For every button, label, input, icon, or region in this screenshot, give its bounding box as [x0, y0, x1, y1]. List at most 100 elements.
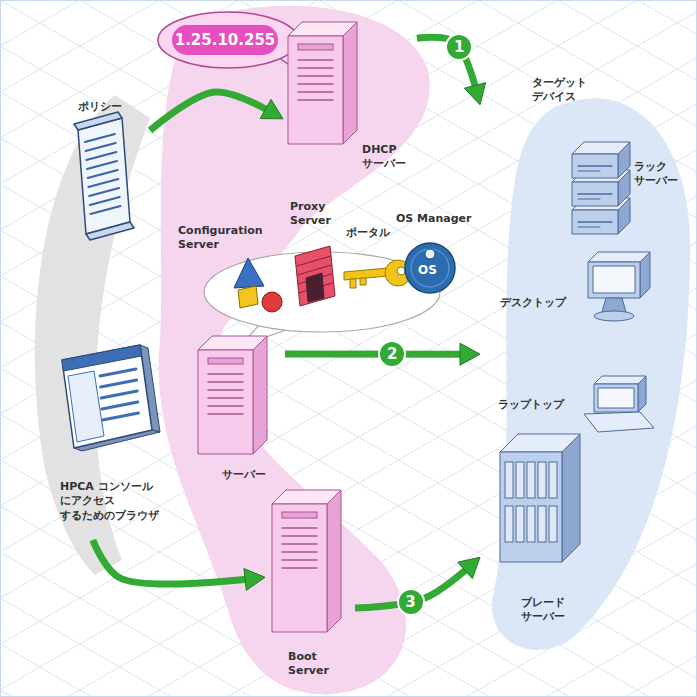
picture-part — [158, 12, 298, 68]
picture-part — [594, 376, 646, 384]
picture-part — [295, 246, 335, 306]
picture-part — [538, 462, 546, 498]
picture-part — [208, 373, 243, 375]
picture-part — [327, 490, 341, 632]
picture-part — [86, 143, 116, 151]
picture-part — [288, 36, 343, 144]
picture-part — [89, 188, 119, 196]
device-node: デスクトップ — [495, 245, 655, 330]
picture-part — [500, 452, 562, 562]
picture-part — [578, 221, 612, 223]
node-label: DHCP サーバー — [362, 143, 414, 172]
picture-part — [578, 171, 600, 172]
picture-part — [208, 381, 243, 383]
picture-part — [360, 278, 366, 285]
disc-label: OS — [418, 263, 437, 277]
picture-part — [505, 506, 513, 542]
node-shape — [60, 95, 150, 237]
picture-part — [598, 388, 634, 408]
connector-group — [150, 92, 283, 131]
picture-part — [198, 350, 253, 454]
server-node: DHCP サーバー — [283, 18, 417, 186]
picture-part — [549, 462, 557, 498]
picture-part — [90, 206, 120, 214]
picture-part — [90, 197, 120, 205]
node-picture — [500, 434, 580, 562]
picture-part — [640, 252, 650, 298]
picture-part — [234, 258, 264, 288]
picture-part — [527, 506, 535, 542]
picture-part — [62, 345, 142, 371]
picture-part — [172, 25, 278, 55]
node-label: Boot Server — [288, 650, 338, 679]
picture-part — [298, 83, 333, 85]
ip-bubble: 1.25.10.255 — [155, 8, 307, 80]
picture-part — [298, 67, 333, 69]
picture-part — [282, 527, 317, 529]
node-label: ブレード サーバー — [512, 596, 574, 625]
picture-part — [516, 462, 524, 498]
picture-part — [298, 99, 333, 101]
picture-part — [584, 412, 654, 432]
picture-part — [102, 402, 138, 409]
flow-arrow — [150, 92, 283, 131]
picture-part — [516, 506, 524, 542]
node-label: Configuration Server — [178, 224, 268, 253]
picture-part — [492, 98, 691, 650]
picture-part — [527, 462, 535, 498]
pink-band — [159, 6, 430, 694]
picture-part — [549, 506, 557, 542]
picture-part — [88, 170, 118, 178]
node-shape — [190, 330, 285, 490]
browser-node: HPCA コンソール にアクセス するためのブラウザ — [55, 350, 181, 540]
picture-part — [208, 405, 243, 407]
picture-part — [86, 152, 116, 160]
node-picture — [492, 98, 691, 650]
picture-part — [282, 543, 317, 545]
picture-part — [101, 391, 137, 398]
arrow-head — [260, 99, 283, 118]
picture-part — [272, 504, 327, 632]
picture-part — [282, 551, 317, 553]
picture-part — [85, 134, 115, 142]
picture-part — [88, 179, 118, 187]
node-shape — [495, 245, 655, 330]
node-label: ポータル — [346, 226, 390, 240]
node-label: ターゲット デバイス — [532, 76, 602, 105]
node-label: ラップトップ — [498, 398, 564, 412]
picture-part — [578, 193, 612, 195]
flow-arrow — [93, 540, 265, 584]
picture-part — [238, 286, 258, 308]
picture-part — [411, 249, 449, 287]
picture-part — [298, 59, 333, 61]
picture-part — [208, 397, 243, 399]
picture-part — [298, 265, 332, 275]
picture-part — [298, 44, 333, 50]
picture-part — [298, 75, 333, 77]
node-label: 1.25.10.255 — [172, 25, 278, 55]
device-group: ターゲット デバイスラック サーバーデスクトップラップトップブレード サーバー — [480, 70, 692, 650]
device-node: ブレード サーバー — [490, 425, 590, 635]
node-picture — [74, 112, 134, 240]
picture-part — [253, 336, 267, 454]
node-picture — [198, 336, 267, 454]
picture-part — [282, 512, 317, 518]
picture-part — [68, 371, 104, 442]
node-picture — [572, 142, 630, 234]
picture-part — [578, 165, 612, 167]
picture-part — [578, 199, 600, 200]
picture-part — [86, 222, 134, 240]
picture-part — [588, 252, 650, 262]
node-label: OS Manager — [396, 212, 472, 226]
picture-part — [100, 369, 136, 376]
picture-part — [572, 182, 618, 206]
picture-part — [343, 22, 357, 144]
picture-part — [594, 311, 634, 321]
picture-part — [208, 389, 243, 391]
node-label: HPCA コンソール にアクセス するためのブラウザ — [60, 480, 178, 523]
picture-part — [593, 266, 635, 293]
device-node: ラップトップ — [495, 370, 655, 422]
picture-part — [538, 506, 546, 542]
